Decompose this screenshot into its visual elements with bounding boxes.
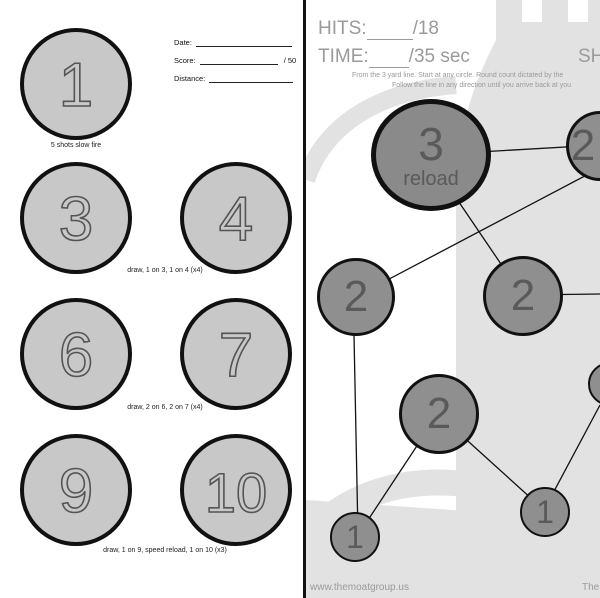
caption-slow-fire: 5 shots slow fire (50, 142, 102, 149)
target-10: 10 (180, 434, 292, 546)
target-6-number: 6 (59, 321, 93, 390)
caption-drill-9-10: draw, 1 on 9, speed reload, 1 on 10 (x3) (103, 547, 227, 554)
footer-right-text: The (582, 582, 600, 593)
page-divider (303, 0, 306, 598)
score-field: Score: / 50 (174, 56, 296, 65)
target-1-number: 1 (59, 51, 93, 120)
target-4-number: 4 (219, 185, 253, 254)
node-1-left-number: 1 (346, 519, 364, 555)
node-3-reload: 3 reload (371, 99, 491, 211)
line-2a-1a (353, 334, 359, 536)
hits-total: /18 (412, 18, 439, 39)
instructions-line-2: Follow the line in any direction until y… (392, 82, 571, 89)
time-label: TIME: (318, 46, 369, 67)
score-line (199, 56, 278, 65)
distance-line (209, 74, 294, 83)
hits-line (366, 23, 413, 40)
node-2-lower: 2 (399, 374, 479, 454)
node-1-right-number: 1 (536, 494, 554, 530)
score-label: Score: (174, 56, 196, 65)
node-2-top-right: 2 (566, 111, 600, 181)
node-2-lower-number: 2 (426, 389, 452, 438)
node-2-center-number: 2 (510, 271, 536, 320)
target-10-number: 10 (205, 461, 267, 524)
node-1-left: 1 (330, 512, 380, 562)
date-label: Date: (174, 38, 192, 47)
distance-field: Distance: (174, 74, 294, 83)
caption-drill-3-4: draw, 1 on 3, 1 on 4 (x4) (127, 267, 203, 274)
date-line (195, 38, 292, 47)
target-9: 9 (20, 434, 132, 546)
node-2-left: 2 (317, 258, 395, 336)
target-3: 3 (20, 162, 132, 274)
distance-label: Distance: (174, 74, 206, 83)
time-total: /35 sec (408, 46, 470, 67)
target-3-number: 3 (59, 185, 93, 254)
time-row: TIME: /35 sec (318, 46, 470, 68)
score-total: / 50 (283, 56, 297, 65)
partial-heading: SH (578, 46, 600, 67)
target-1: 1 (20, 28, 132, 140)
target-7: 7 (180, 298, 292, 410)
target-7-number: 7 (219, 321, 253, 390)
hits-label: HITS: (318, 18, 367, 39)
left-target-page: Date: Score: / 50 Distance: 1 5 shots sl… (20, 28, 297, 554)
target-4: 4 (180, 162, 292, 274)
footer-url: www.themoatgroup.us (310, 582, 409, 593)
node-1-right: 1 (520, 487, 570, 537)
node-3-number: 3 (418, 118, 444, 170)
caption-drill-6-7: draw, 2 on 6, 2 on 7 (x4) (127, 404, 203, 411)
node-2-left-number: 2 (343, 272, 369, 321)
right-target-page: HITS: /18 TIME: /35 sec SH From the 3 yard… (306, 0, 600, 598)
time-line (368, 51, 409, 68)
line-2a-right (354, 167, 600, 298)
node-2-top-right-number: 2 (570, 121, 596, 170)
date-field: Date: (174, 38, 292, 47)
target-6: 6 (20, 298, 132, 410)
node-2-center: 2 (483, 256, 563, 336)
instructions-line-1: From the 3 yard line. Start at any circl… (352, 72, 564, 79)
hits-row: HITS: /18 (318, 18, 439, 40)
node-3-reload-label: reload (403, 168, 459, 190)
target-9-number: 9 (59, 457, 93, 526)
